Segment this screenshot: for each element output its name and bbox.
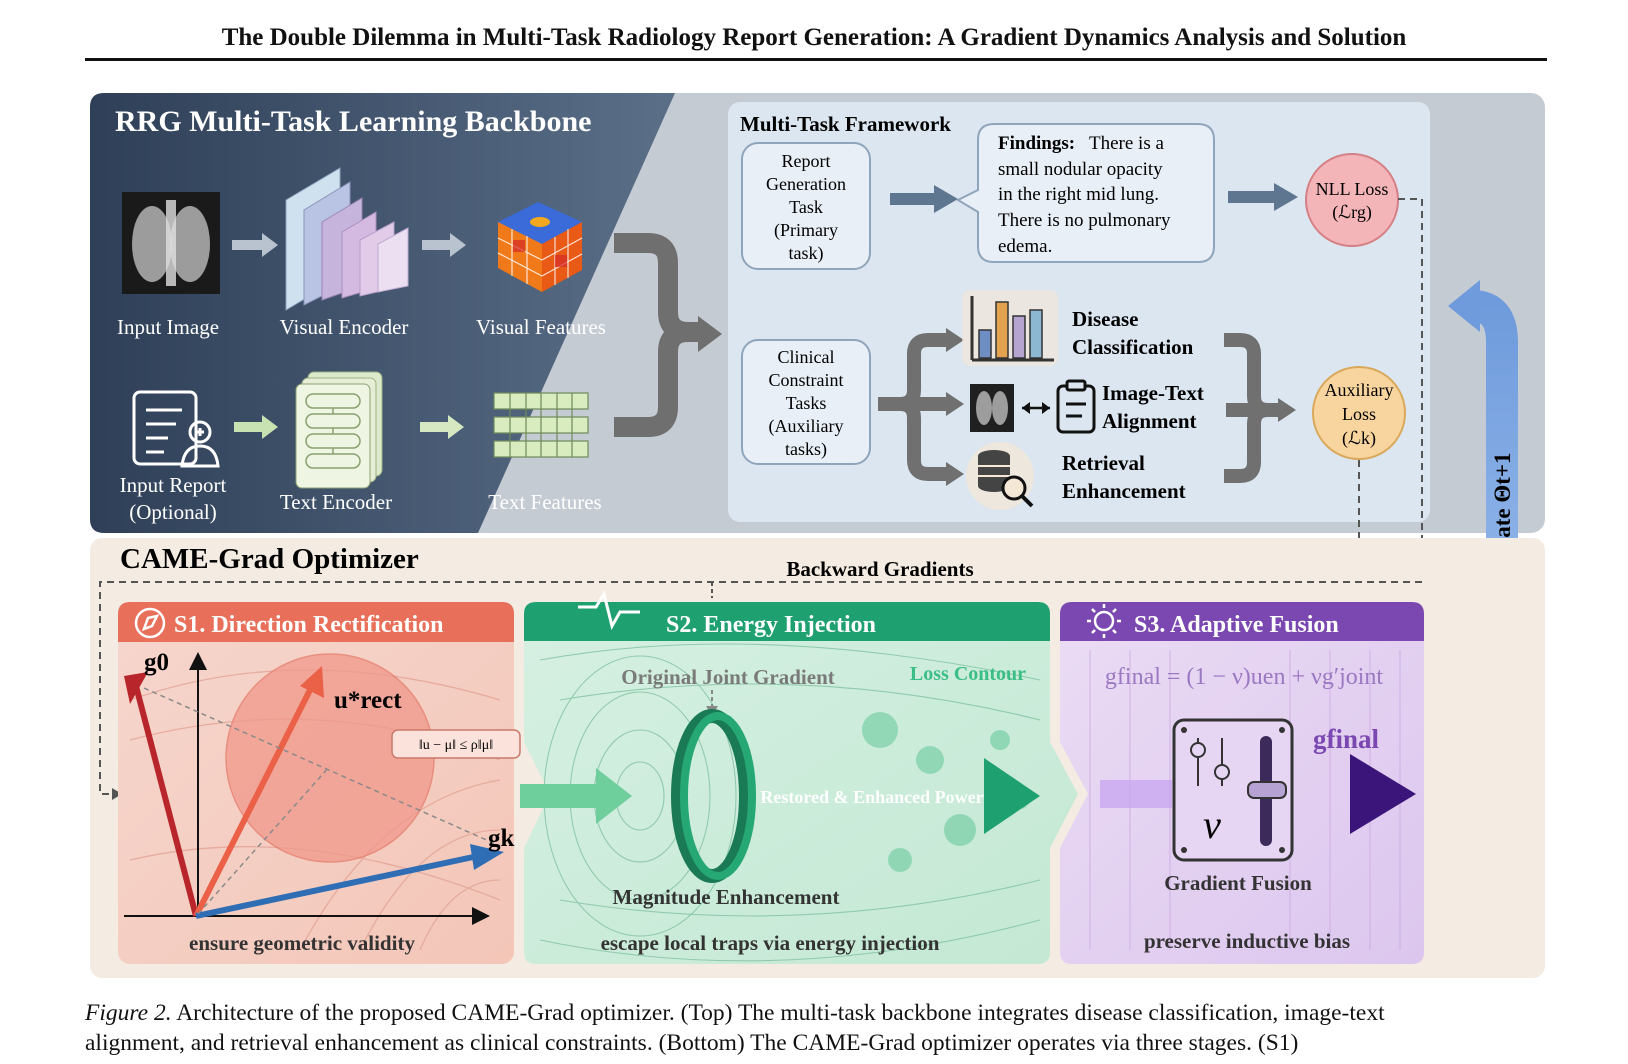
s1-constraint-box	[391, 729, 521, 759]
svg-text:Tasks: Tasks	[786, 393, 827, 413]
caption-line-1: Figure 2. Architecture of the proposed C…	[85, 998, 1547, 1028]
xray-thumb-icon	[970, 384, 1014, 432]
s3-gfinal-label: gfinal	[1313, 724, 1380, 754]
input-report-label-2: (Optional)	[129, 500, 216, 524]
s2-original-label: Original Joint Gradient	[621, 665, 835, 689]
s1-constraint: ‖u − μ‖ ≤ ρ‖μ‖	[419, 738, 493, 753]
s1-footer: ensure geometric validity	[189, 931, 415, 955]
s1-urect-label: u*rect	[334, 687, 402, 714]
backbone-title: RRG Multi-Task Learning Backbone	[115, 105, 591, 138]
input-image-label: Input Image	[117, 315, 219, 339]
fusion-mixer-icon	[1172, 718, 1294, 862]
aux-task-text: Clinical Constraint Tasks (Auxiliary tas…	[769, 347, 844, 460]
aux-loss-label-2: Loss	[1342, 404, 1376, 424]
ita-label-2: Alignment	[1102, 409, 1197, 433]
disease-label-2: Classification	[1072, 335, 1194, 359]
svg-text:There is no pulmonary: There is no pulmonary	[998, 210, 1171, 231]
svg-text:tasks): tasks)	[785, 439, 827, 460]
svg-text:edema.: edema.	[998, 236, 1052, 257]
aux-loss-label-1: Auxiliary	[1325, 380, 1394, 400]
s1-g0-label: g0	[144, 649, 169, 676]
s2-contour-label: Loss Contour	[910, 663, 1026, 685]
visual-features-label: Visual Features	[476, 315, 606, 339]
s2-magnitude-label: Magnitude Enhancement	[613, 885, 840, 909]
svg-text:Report: Report	[782, 151, 831, 171]
caption-label: Figure 2.	[85, 1000, 172, 1026]
s3-formula: gfinal = (1 − ν)uen + νg′joint	[1105, 664, 1384, 690]
text-features-grid	[493, 392, 589, 458]
svg-text:There is a: There is a	[1089, 133, 1164, 154]
aux-task-box	[741, 339, 871, 465]
s2-footer: escape local traps via energy injection	[601, 931, 940, 955]
svg-text:in the right mid lung.: in the right mid lung.	[998, 184, 1159, 205]
backward-gradients-label: Backward Gradients	[786, 557, 973, 581]
s1-g0-vector	[133, 685, 199, 917]
s1-title: S1. Direction Rectification	[174, 612, 444, 638]
s3-fusion-label: Gradient Fusion	[1164, 871, 1312, 895]
s1-gk-vector	[195, 853, 479, 919]
findings-bubble	[955, 123, 1215, 263]
retrieval-label-2: Enhancement	[1062, 479, 1186, 503]
svg-text:small nodular opacity: small nodular opacity	[998, 159, 1163, 180]
svg-text:(Primary: (Primary	[774, 220, 838, 241]
svg-text:(Auxiliary: (Auxiliary	[769, 416, 844, 437]
s2-restored-label: Restored & Enhanced Power	[760, 787, 983, 807]
s1-gk-label: gk	[488, 825, 515, 852]
energy-pulse-icon	[578, 590, 640, 630]
primary-task-box	[741, 142, 871, 270]
g0-dashed-line	[1398, 198, 1423, 548]
s3-title: S3. Adaptive Fusion	[1134, 612, 1339, 638]
visual-encoder-label: Visual Encoder	[280, 315, 409, 339]
svg-text:Generation: Generation	[766, 174, 846, 194]
s2-title: S2. Energy Injection	[666, 612, 876, 638]
svg-text:task): task)	[789, 243, 824, 264]
optimizer-title: CAME-Grad Optimizer	[120, 543, 419, 575]
svg-text:Task: Task	[789, 197, 823, 217]
visual-features-cube	[497, 202, 583, 292]
text-encoder-icon	[295, 371, 383, 489]
split-bracket	[878, 333, 948, 481]
architecture-figure: RRG Multi-Task Learning Backbone Input I…	[90, 93, 1545, 978]
svg-text:Constraint: Constraint	[769, 370, 844, 390]
compass-icon	[134, 607, 166, 639]
findings-label: Findings:	[998, 133, 1075, 154]
clipboard-icon	[1056, 379, 1096, 434]
bar-chart-icon	[962, 290, 1058, 366]
figure-caption: Figure 2. Architecture of the proposed C…	[85, 998, 1547, 1058]
visual-encoder-icon	[285, 167, 409, 311]
title-rule	[85, 58, 1547, 61]
s3-nu-symbol: ν	[1203, 802, 1221, 847]
database-search-icon	[966, 442, 1034, 510]
backward-gradients-line	[99, 581, 1422, 795]
disease-label-1: Disease	[1072, 307, 1139, 331]
caption-text-1: Architecture of the proposed CAME-Grad o…	[176, 1000, 1385, 1026]
nll-loss-symbol: (ℒrg)	[1332, 202, 1372, 223]
merge-bracket-aux	[1224, 333, 1282, 483]
input-report-label-1: Input Report	[120, 473, 227, 497]
aux-loss-circle	[1312, 366, 1406, 460]
text-encoder-label: Text Encoder	[280, 490, 392, 514]
report-icon	[132, 390, 220, 468]
ita-label-1: Image-Text	[1102, 381, 1204, 405]
s1-urect-vector	[193, 684, 315, 918]
xray-image	[122, 192, 220, 294]
findings-text: There is a small nodular opacity in the …	[998, 133, 1171, 257]
s3-footer: preserve inductive bias	[1144, 929, 1350, 953]
primary-task-text: Report Generation Task (Primary task)	[766, 151, 846, 264]
gear-icon	[1087, 604, 1121, 638]
aux-loss-label-3: (ℒk)	[1342, 428, 1376, 449]
nll-loss-label: NLL Loss	[1316, 179, 1389, 199]
retrieval-label-1: Retrieval	[1062, 451, 1145, 475]
caption-line-2: alignment, and retrieval enhancement as …	[85, 1030, 1299, 1056]
framework-title: Multi-Task Framework	[740, 112, 951, 136]
nll-loss-circle	[1305, 153, 1399, 247]
text-features-label: Text Features	[488, 490, 601, 514]
svg-text:Clinical: Clinical	[778, 347, 835, 367]
paper-title: The Double Dilemma in Multi-Task Radiolo…	[221, 24, 1407, 51]
